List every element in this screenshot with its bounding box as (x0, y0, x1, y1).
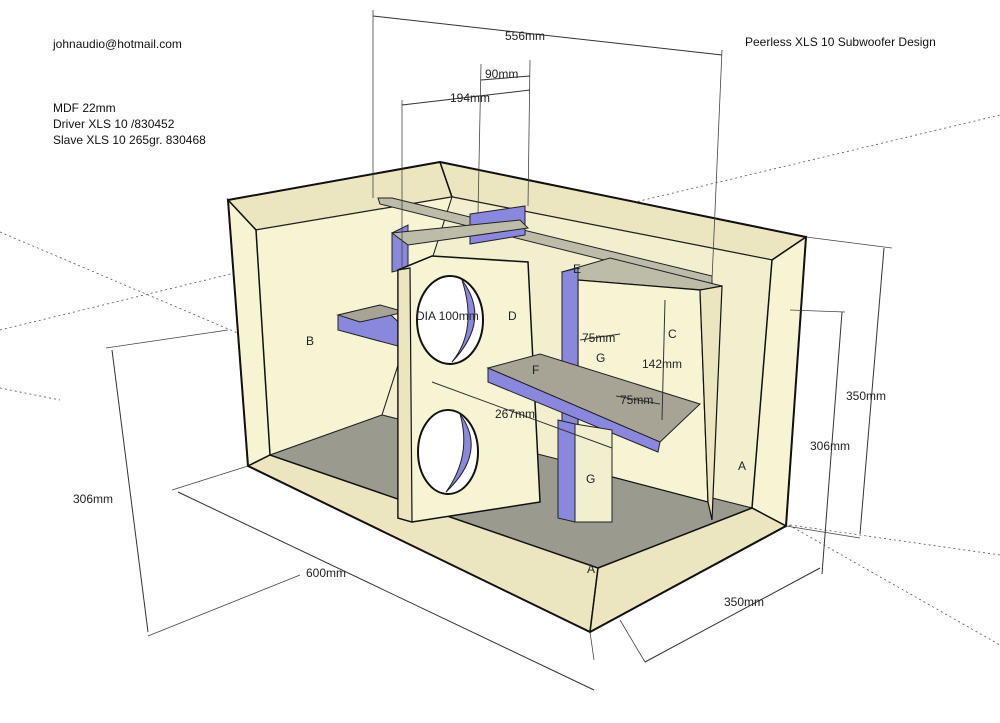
panel-label-d: D (508, 309, 517, 323)
panel-label-a-bottom: A (587, 562, 595, 576)
dimension-lines (105, 10, 893, 691)
panel-label-c: C (668, 327, 677, 341)
dim-shelf-gap: 75mm (620, 393, 653, 407)
design-title: Peerless XLS 10 Subwoofer Design (745, 35, 936, 49)
dim-c-height: 142mm (642, 357, 682, 371)
spec-slave: Slave XLS 10 265gr. 830468 (53, 133, 206, 147)
email-label: johnaudio@hotmail.com (53, 37, 182, 51)
dim-port-offset: 194mm (450, 91, 490, 105)
dim-length: 600mm (306, 566, 346, 580)
panel-label-g-lower: G (586, 472, 595, 486)
dim-shelf-span: 267mm (495, 407, 535, 421)
panel-label-e: E (573, 262, 581, 276)
panel-label-a-side: A (738, 459, 746, 473)
spec-block: MDF 22mm Driver XLS 10 /830452 Slave XLS… (53, 100, 206, 148)
panel-label-f: F (532, 363, 539, 377)
spec-driver: Driver XLS 10 /830452 (53, 117, 175, 131)
panel-labels: A A B C D E F G G (306, 262, 746, 576)
dim-g-width: 75mm (582, 331, 615, 345)
dim-left-height: 306mm (73, 492, 113, 506)
dim-port-width: 90mm (485, 67, 518, 81)
dim-right-height: 306mm (810, 439, 850, 453)
dim-hole-dia: DIA 100mm (416, 309, 479, 323)
strut-g-lower (557, 419, 613, 523)
dimension-labels: 556mm 90mm 194mm 600mm 350mm 350mm 306mm… (73, 29, 886, 609)
panel-label-g-upper: G (596, 351, 605, 365)
shelf-f (486, 353, 701, 453)
panel-label-b: B (306, 334, 314, 348)
dim-outer-height: 350mm (846, 389, 886, 403)
spec-material: MDF 22mm (53, 101, 116, 115)
baffle-d (397, 255, 541, 523)
dim-depth: 350mm (724, 595, 764, 609)
dim-top-width: 556mm (505, 29, 545, 43)
